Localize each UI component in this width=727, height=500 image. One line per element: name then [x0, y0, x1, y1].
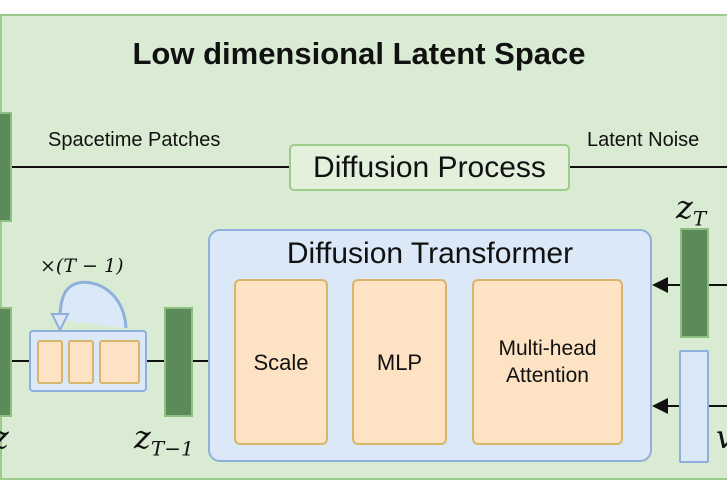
v-right-label: v [716, 418, 727, 456]
repeat-cell-3 [99, 340, 140, 384]
diffusion-process-label: Diffusion Process [313, 150, 546, 184]
latent-z-bar [0, 307, 12, 417]
attention-label-line2: Attention [506, 364, 589, 387]
latent-zt-minus-1-bar [164, 307, 193, 417]
attention-block: Multi-head Attention [472, 279, 623, 445]
spacetime-patches-label: Spacetime Patches [48, 129, 221, 151]
diffusion-transformer-title: Diffusion Transformer [286, 237, 574, 270]
scale-block: Scale [234, 279, 328, 445]
repeat-cell-2 [68, 340, 94, 384]
z-left-label: z [0, 418, 9, 456]
diagram-title: Low dimensional Latent Space [132, 36, 586, 71]
attention-label-line1: Multi-head [498, 337, 597, 360]
repeat-arrow-head [50, 313, 70, 333]
repeat-arrow [58, 280, 128, 329]
diffusion-process-box: Diffusion Process [289, 144, 570, 191]
z-t-minus-1-label: zT−1 [134, 418, 194, 461]
spacetime-patch-bar [0, 112, 12, 222]
velocity-v-bar [679, 350, 709, 463]
repeat-count-label: ×(T − 1) [40, 255, 124, 277]
scale-label: Scale [253, 349, 309, 375]
latent-noise-label: Latent Noise [587, 129, 700, 151]
z-t-label: zT [676, 188, 707, 231]
mlp-label: MLP [376, 349, 423, 375]
repeat-cell-1 [37, 340, 63, 384]
mlp-block: MLP [352, 279, 447, 445]
latent-zt-bar [680, 228, 709, 338]
